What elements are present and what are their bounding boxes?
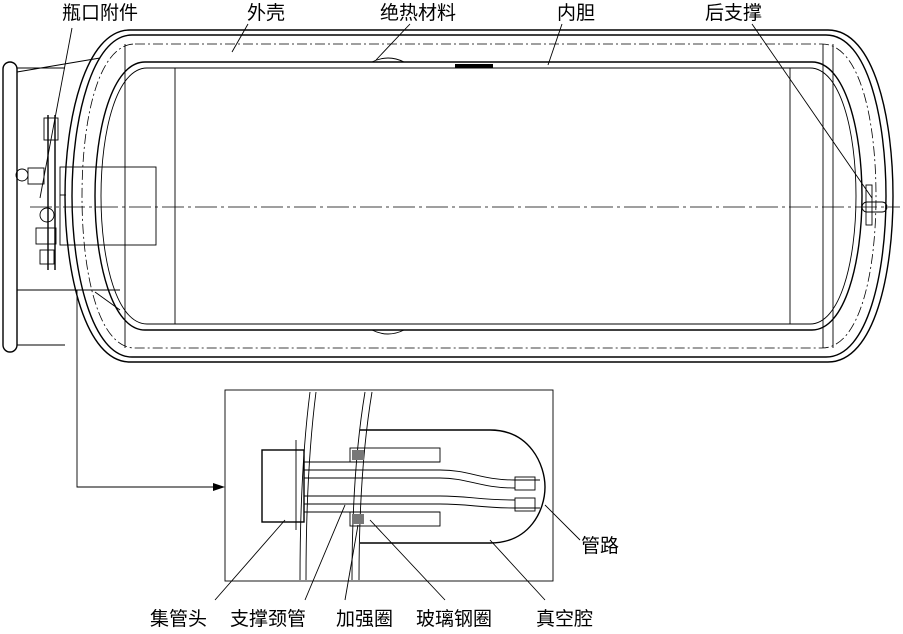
- label-outer-shell: 外壳: [247, 2, 286, 24]
- bottle-fittings: [15, 115, 157, 311]
- label-rear-support: 后支撑: [705, 2, 763, 24]
- inner-vessel: [94, 44, 863, 348]
- outer-shell: [64, 29, 894, 363]
- label-manifold-head: 集管头: [150, 608, 208, 630]
- label-reinforcing-ring: 加强圈: [336, 608, 394, 630]
- label-support-neck-tube: 支撑颈管: [230, 608, 307, 630]
- detail-pointer-arrow: [76, 290, 225, 491]
- leader-lines: [39, 23, 873, 601]
- label-frp-ring: 玻璃钢圈: [416, 608, 493, 630]
- label-vacuum-chamber: 真空腔: [536, 608, 594, 630]
- label-insulation: 绝热材料: [380, 2, 457, 24]
- label-piping: 管路: [581, 535, 620, 557]
- detail-view: [224, 389, 554, 582]
- label-inner-vessel: 内胆: [557, 2, 596, 24]
- rear-support: [861, 184, 888, 226]
- label-bottle-fittings: 瓶口附件: [62, 2, 139, 24]
